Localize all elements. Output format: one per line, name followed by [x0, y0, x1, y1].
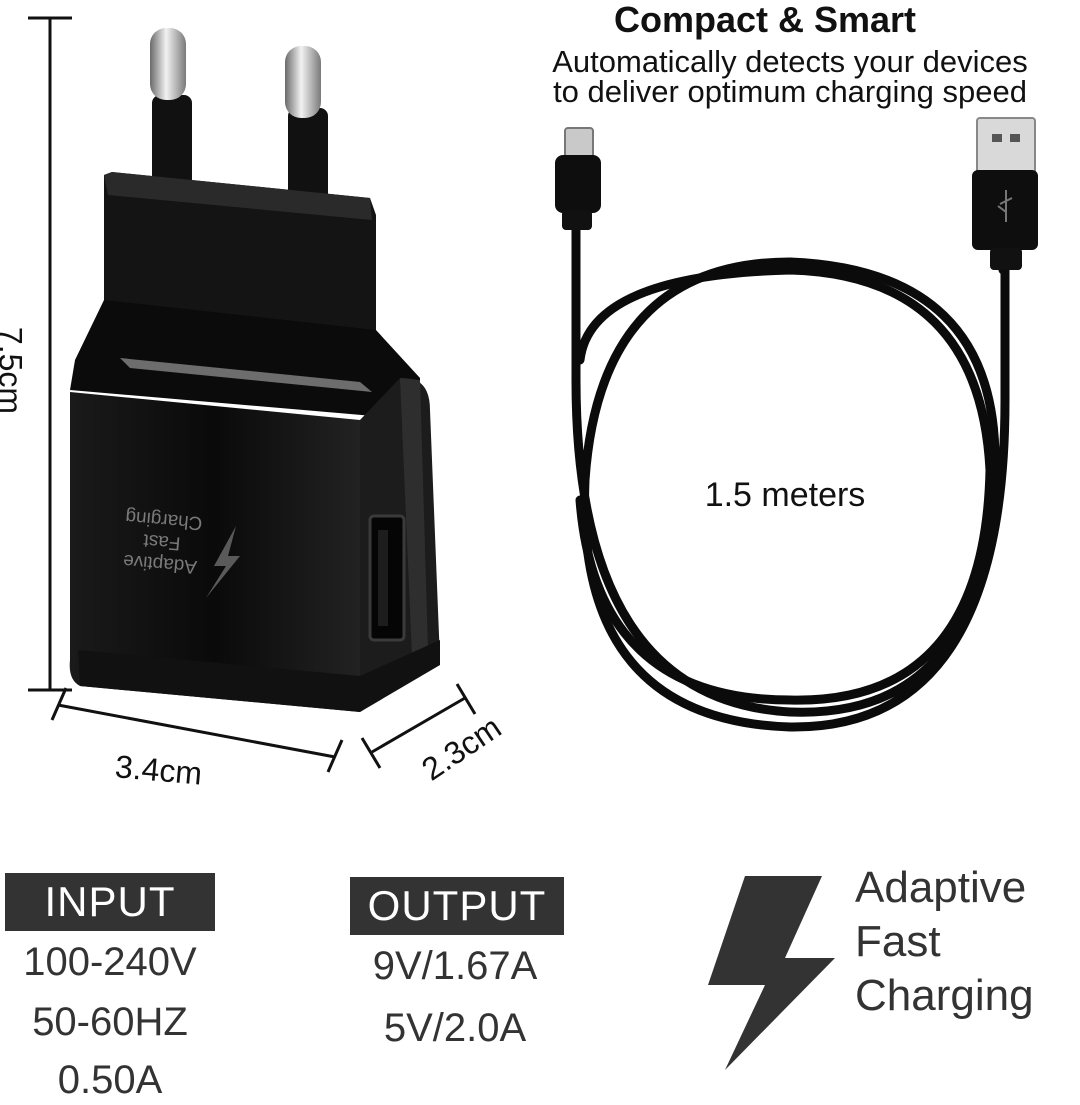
charger-bolt-icon [206, 526, 240, 598]
brand-line-1: Adaptive [855, 863, 1027, 912]
page-title: Compact & Smart [613, 0, 917, 40]
input-badge: INPUT [5, 873, 215, 931]
height-label: 7.5cm [0, 326, 29, 415]
charger-image [69, 28, 440, 712]
input-current: 0.50A [57, 1058, 163, 1102]
input-voltage: 100-240V [23, 940, 197, 984]
width-dimension-line [50, 687, 344, 773]
charger-label: Adaptive Fast Charging [109, 504, 214, 578]
input-frequency: 50-60HZ [32, 1000, 188, 1044]
output-standard: 5V/2.0A [383, 1006, 527, 1050]
usb-a-connector [972, 117, 1038, 270]
subtitle-line-2: to deliver optimum charging speed [553, 74, 1027, 109]
cable-length-label: 1.5 meters [704, 476, 866, 514]
brand-line-3: Charging [855, 971, 1034, 1020]
output-fast: 9V/1.67A [372, 944, 538, 988]
brand-line-2: Fast [855, 917, 941, 966]
lightning-bolt-icon [708, 876, 835, 1070]
subtitle-line-1: Automatically detects your devices [552, 44, 1028, 79]
depth-dimension-line [360, 683, 477, 769]
output-badge: OUTPUT [350, 877, 564, 935]
micro-usb-connector [555, 127, 601, 230]
width-label: 3.4cm [113, 748, 204, 792]
usb-symbol-icon [997, 190, 1013, 222]
height-dimension-line [28, 16, 72, 692]
